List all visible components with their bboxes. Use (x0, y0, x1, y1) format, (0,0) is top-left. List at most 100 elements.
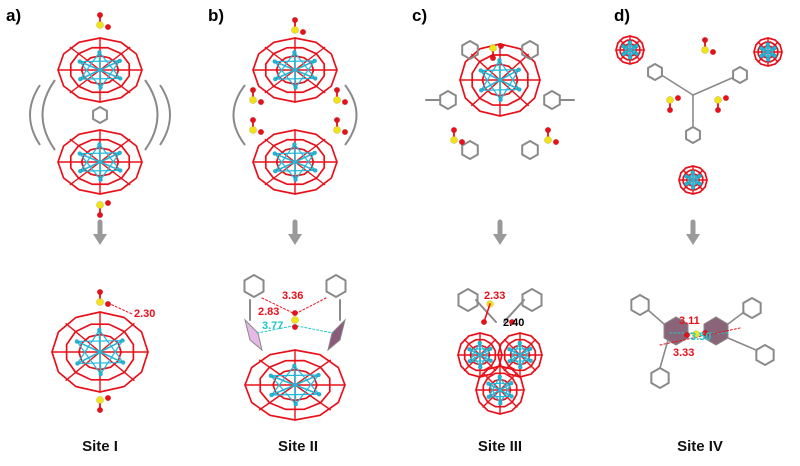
framework-bond (99, 69, 131, 94)
oxygen-atom (104, 23, 112, 31)
sulfur-atom (249, 126, 257, 134)
metal-bond (99, 152, 121, 163)
metal-bond (273, 152, 296, 163)
metal-bond (519, 347, 532, 356)
metal-atom (772, 45, 777, 51)
framework-bond (294, 69, 326, 94)
oxygen-atom (552, 138, 560, 146)
oxygen-atom (257, 128, 265, 136)
metal-atom (312, 58, 317, 64)
metal-atom (528, 346, 533, 351)
metal-atom (765, 57, 771, 62)
metal-atom (78, 168, 83, 174)
sulfur-atom (96, 298, 104, 306)
panel-label-a: a) (6, 6, 22, 25)
framework-bond (499, 53, 529, 81)
phenyl-ring (543, 89, 561, 111)
oxygen-atom (104, 199, 112, 207)
distance-label: 3.50 (690, 331, 712, 343)
linker-bonds (29, 79, 171, 151)
metal-bond (99, 60, 121, 89)
distance-label: 3.33 (673, 347, 695, 359)
sulfur-atom (333, 126, 341, 134)
metal-bond (498, 59, 501, 81)
metal-bond (99, 351, 102, 375)
framework-bond (99, 161, 131, 186)
metal-atom (772, 53, 778, 58)
metal-atom (690, 185, 696, 190)
metal-bond (99, 152, 121, 181)
metal-atom (272, 151, 277, 156)
metal-atom (97, 327, 102, 333)
metal-atom (758, 46, 764, 51)
metal-atom (292, 363, 297, 369)
metal-atom (697, 173, 702, 179)
metal-atom (120, 338, 125, 343)
metal-bond (273, 60, 296, 71)
framework-bond (65, 323, 101, 353)
metal-atom (634, 51, 640, 56)
metal-bond (270, 374, 296, 386)
metal-bond (294, 384, 297, 406)
metal-atom (477, 340, 482, 346)
metal-atom (697, 181, 703, 186)
metal-bond (294, 152, 316, 163)
metal-bond (99, 60, 121, 71)
oxygen-atom (683, 331, 691, 339)
phenyl-ring (521, 287, 543, 313)
framework-bond (264, 161, 296, 186)
metal-atom (517, 340, 522, 346)
framework-bond (479, 338, 497, 356)
phenyl-ring (630, 293, 650, 317)
metal-atom (117, 150, 122, 156)
metal-bond (294, 152, 316, 181)
bond (475, 299, 497, 323)
metal-atom (118, 76, 123, 81)
framework-bond (463, 338, 481, 356)
metal-bond (468, 348, 481, 356)
down-arrow-head (93, 234, 107, 245)
sulfur-atom (291, 316, 299, 324)
phenyl-ring (325, 273, 347, 299)
bond (503, 299, 525, 323)
framework-bond (99, 351, 135, 381)
metal-atom (74, 339, 80, 344)
framework-bond (264, 138, 296, 163)
metal-atom (98, 177, 103, 182)
metal-atom (684, 181, 689, 187)
metal-atom (292, 142, 297, 147)
sulfur-atom (544, 136, 552, 144)
site-label-ii: Site II (277, 438, 318, 455)
framework-bond (264, 69, 296, 94)
phenyl-ring (742, 296, 762, 320)
metal-atom (268, 373, 274, 379)
metal-atom (517, 87, 522, 92)
distance-label: 3.77 (262, 320, 284, 332)
metal-atom (75, 361, 80, 366)
bond (727, 311, 745, 325)
metal-atom (273, 76, 278, 82)
aromatic-ring-highlight (663, 316, 689, 346)
bond (692, 77, 733, 96)
phenyl-ring (461, 139, 479, 161)
site-label-iv: Site IV (677, 438, 723, 455)
oxygen-atom (333, 86, 341, 94)
oxygen-atom (104, 300, 112, 308)
metal-atom (509, 394, 514, 399)
metal-bond (508, 354, 521, 363)
metal-atom (759, 53, 764, 59)
oxygen-atom (497, 42, 505, 50)
metal-bond (295, 374, 320, 405)
metal-bond (270, 384, 296, 396)
sulfur-atom (666, 96, 674, 104)
metal-atom (478, 88, 484, 93)
metal-atom (97, 142, 102, 147)
framework-bond (471, 79, 501, 107)
framework-bond (499, 372, 518, 391)
metal-atom (620, 44, 626, 49)
metal-bond (98, 329, 101, 353)
framework-bond (294, 46, 326, 71)
metal-atom (498, 400, 503, 406)
phenyl-ring (685, 125, 701, 145)
oxygen-atom (291, 323, 299, 331)
